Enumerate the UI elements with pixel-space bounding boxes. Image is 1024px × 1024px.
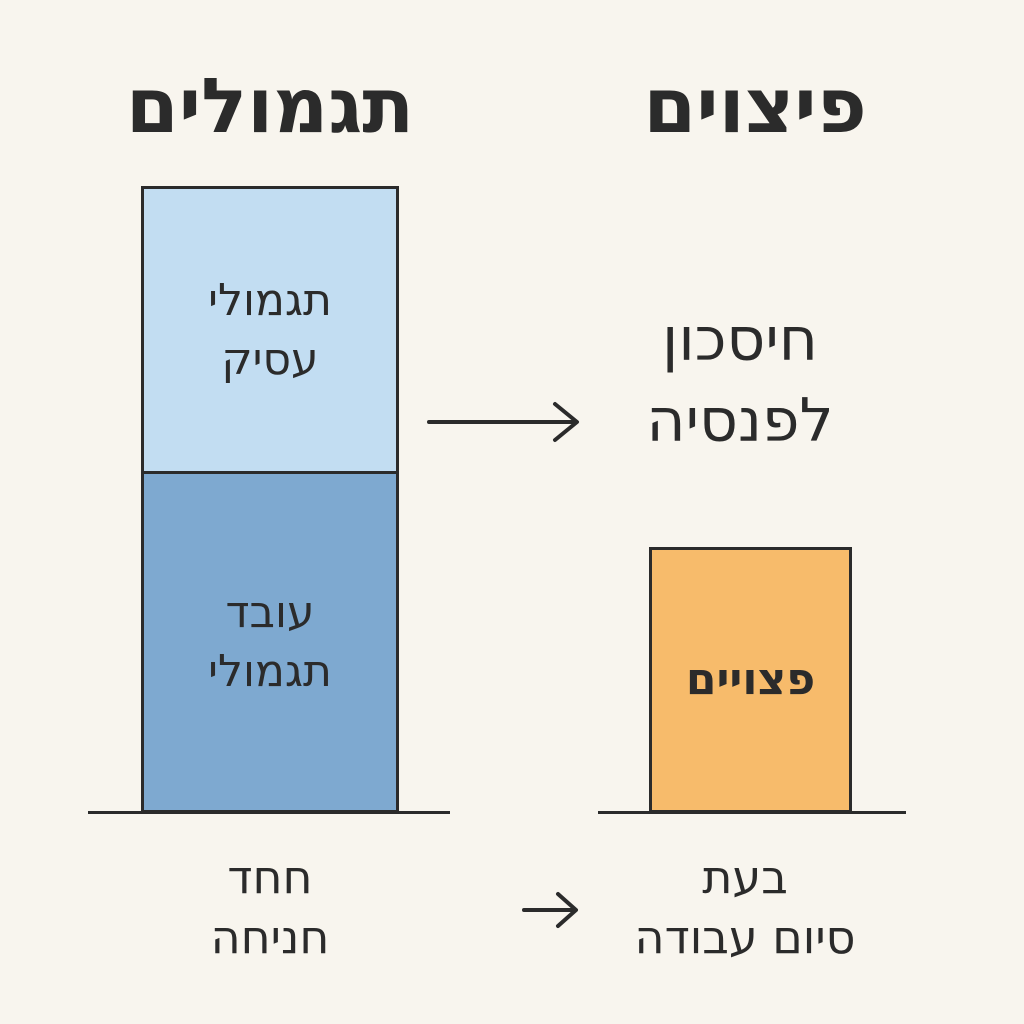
right-baseline bbox=[598, 811, 906, 814]
employee-contributions-box: עובד תגמולי bbox=[141, 471, 399, 813]
employee-contributions-label: עובד תגמולי bbox=[208, 586, 332, 697]
employer-contributions-label: תגמולי עסיק bbox=[208, 274, 332, 385]
right-heading: פיצוים bbox=[643, 61, 867, 150]
arrow-right-icon bbox=[427, 402, 579, 442]
pension-savings-text: חיסכון לפנסיה bbox=[646, 305, 834, 456]
left-heading: תגמולים bbox=[125, 61, 415, 150]
severance-label: פצויים bbox=[685, 654, 816, 706]
arrow-right-icon bbox=[522, 892, 578, 928]
left-caption: חחד חניחה bbox=[210, 850, 330, 964]
right-caption: בעת סיום עבודה bbox=[634, 850, 856, 964]
severance-box: פצויים bbox=[649, 547, 852, 813]
employer-contributions-box: תגמולי עסיק bbox=[141, 186, 399, 474]
left-baseline bbox=[88, 811, 450, 814]
